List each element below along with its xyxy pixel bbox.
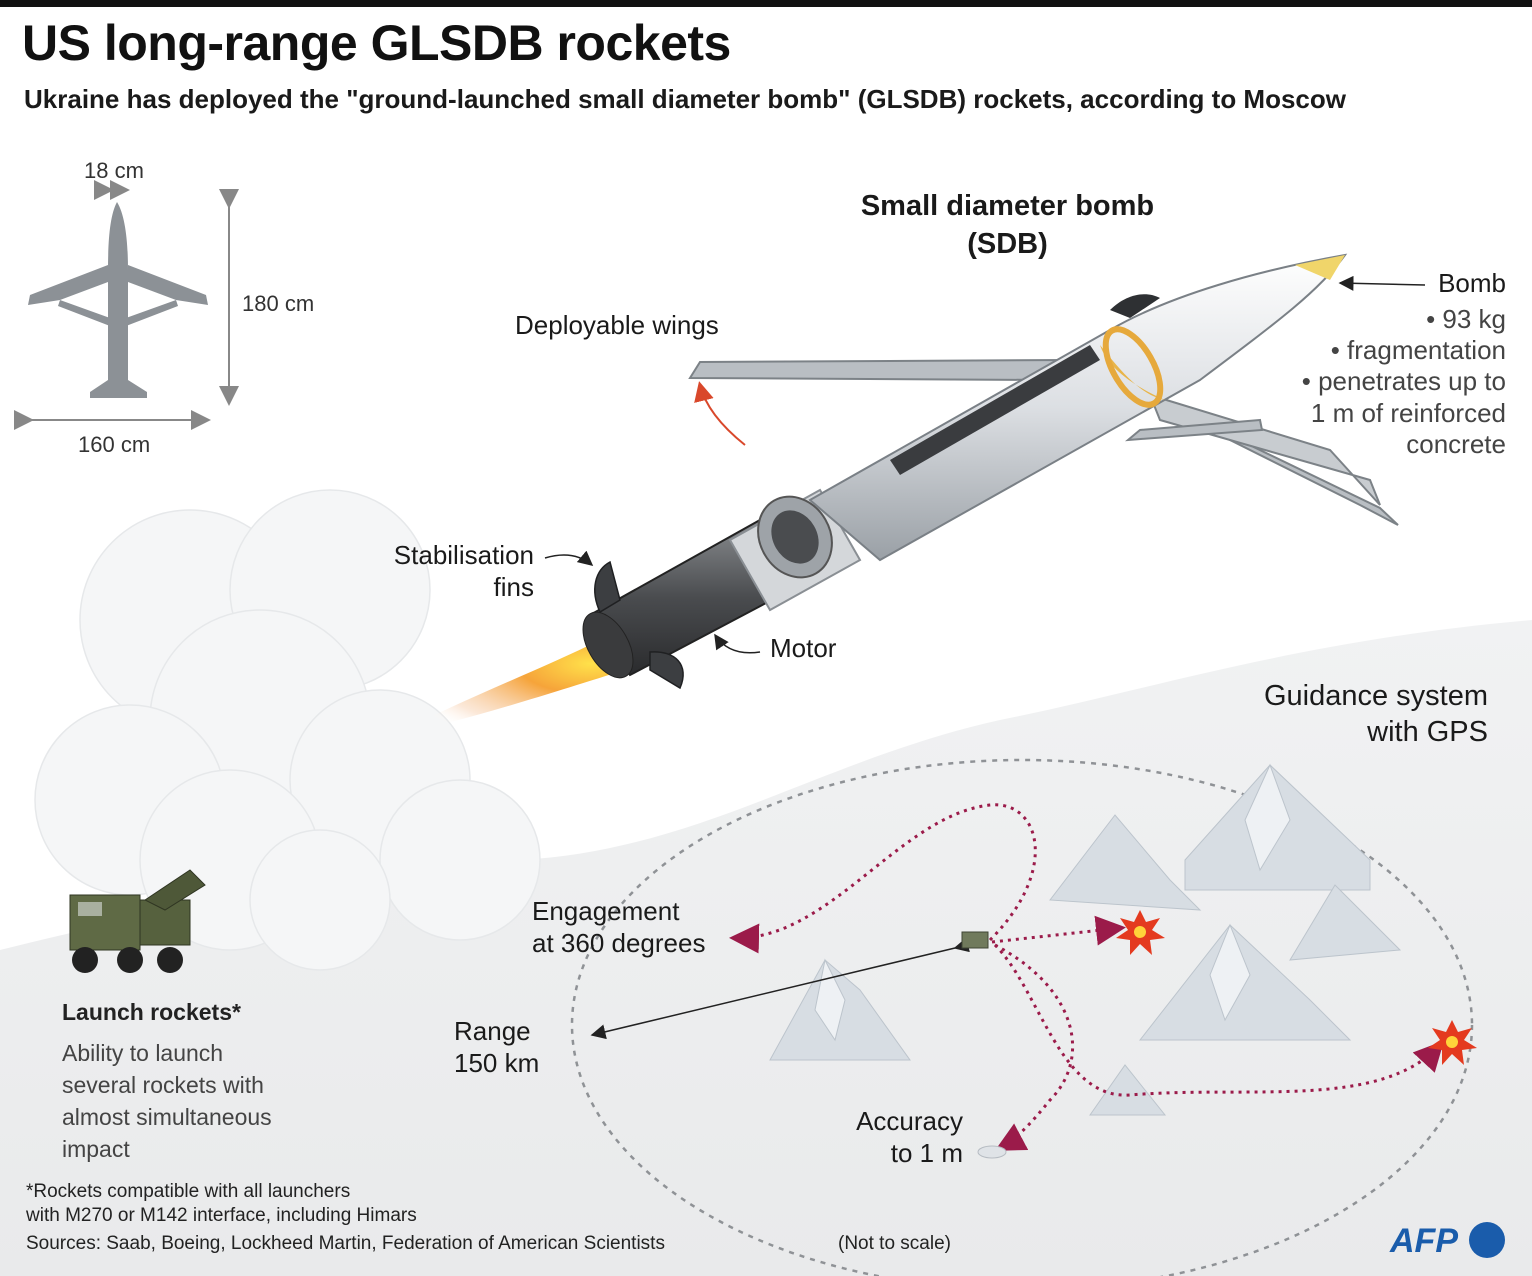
engagement-label: Engagement (532, 896, 680, 926)
deployable-wings (688, 358, 1399, 526)
wing-rotation-arrow (694, 381, 746, 446)
explosion-1 (1116, 910, 1165, 955)
sources: Sources: Saab, Boeing, Lockheed Martin, … (26, 1233, 665, 1254)
center-launcher-marker (961, 931, 989, 949)
bomb-line-1: • 93 kg (1426, 304, 1506, 334)
width-label: 18 cm (84, 158, 144, 183)
range-label: Range (454, 1016, 531, 1046)
launcher-line-4: impact (62, 1136, 130, 1162)
afp-logo: AFP (1390, 1222, 1458, 1260)
height-label: 180 cm (242, 291, 315, 316)
bomb-line-3: • penetrates up to (1301, 366, 1506, 396)
top-rule (0, 0, 1532, 7)
motor-leader (714, 633, 761, 654)
footnote-line-1: *Rockets compatible with all launchers (26, 1181, 351, 1202)
explosion-2 (1428, 1020, 1477, 1065)
wingspan-label: 160 cm (78, 432, 151, 457)
guidance-title: Guidance system (1263, 680, 1488, 712)
launcher-line-2: several rockets with (62, 1072, 264, 1098)
launcher-title: Launch rockets* (62, 999, 241, 1025)
flight-paths (729, 803, 1445, 1151)
bomb-line-5: concrete (1406, 429, 1506, 459)
silhouette-top-view (28, 202, 208, 398)
himars-truck (69, 869, 206, 973)
bomb-line-4: 1 m of reinforced (1310, 398, 1506, 428)
stabilisation-label: Stabilisation (393, 540, 534, 570)
launcher-line-3: almost simultaneous (62, 1104, 272, 1130)
bomb-title: Bomb (1438, 268, 1506, 298)
sdb-subtitle: (SDB) (967, 228, 1048, 260)
range-arrow (590, 937, 970, 1040)
rocket-flame (395, 640, 625, 735)
range-value: 150 km (454, 1048, 540, 1078)
sdb-title: Small diameter bomb (860, 190, 1155, 222)
afp-logo-dot (1469, 1222, 1505, 1258)
guidance-title-2: with GPS (1367, 716, 1488, 748)
accuracy-label: Accuracy (856, 1106, 963, 1136)
engagement-label-2: at 360 degrees (532, 928, 706, 958)
fins-leader (544, 550, 594, 566)
scale-note: (Not to scale) (838, 1233, 951, 1254)
page-subtitle: Ukraine has deployed the "ground-launche… (24, 84, 1346, 114)
bomb-line-2: • fragmentation (1330, 335, 1506, 365)
motor-label: Motor (770, 633, 837, 663)
bomb-leader (1338, 275, 1426, 291)
accuracy-target (977, 1145, 1007, 1159)
launcher-line-1: Ability to launch (62, 1040, 224, 1066)
stabilisation-fins (594, 560, 684, 690)
deployable-wings-label: Deployable wings (515, 310, 719, 340)
range-ellipse (570, 758, 1474, 1276)
interstage-ring (728, 488, 862, 612)
page-title: US long-range GLSDB rockets (22, 15, 731, 71)
stabilisation-label-2: fins (493, 572, 534, 602)
sdb-body (808, 253, 1348, 562)
smoke-clouds (34, 489, 541, 971)
footnote-line-2: with M270 or M142 interface, including H… (26, 1205, 417, 1226)
accuracy-value: to 1 m (890, 1138, 963, 1168)
